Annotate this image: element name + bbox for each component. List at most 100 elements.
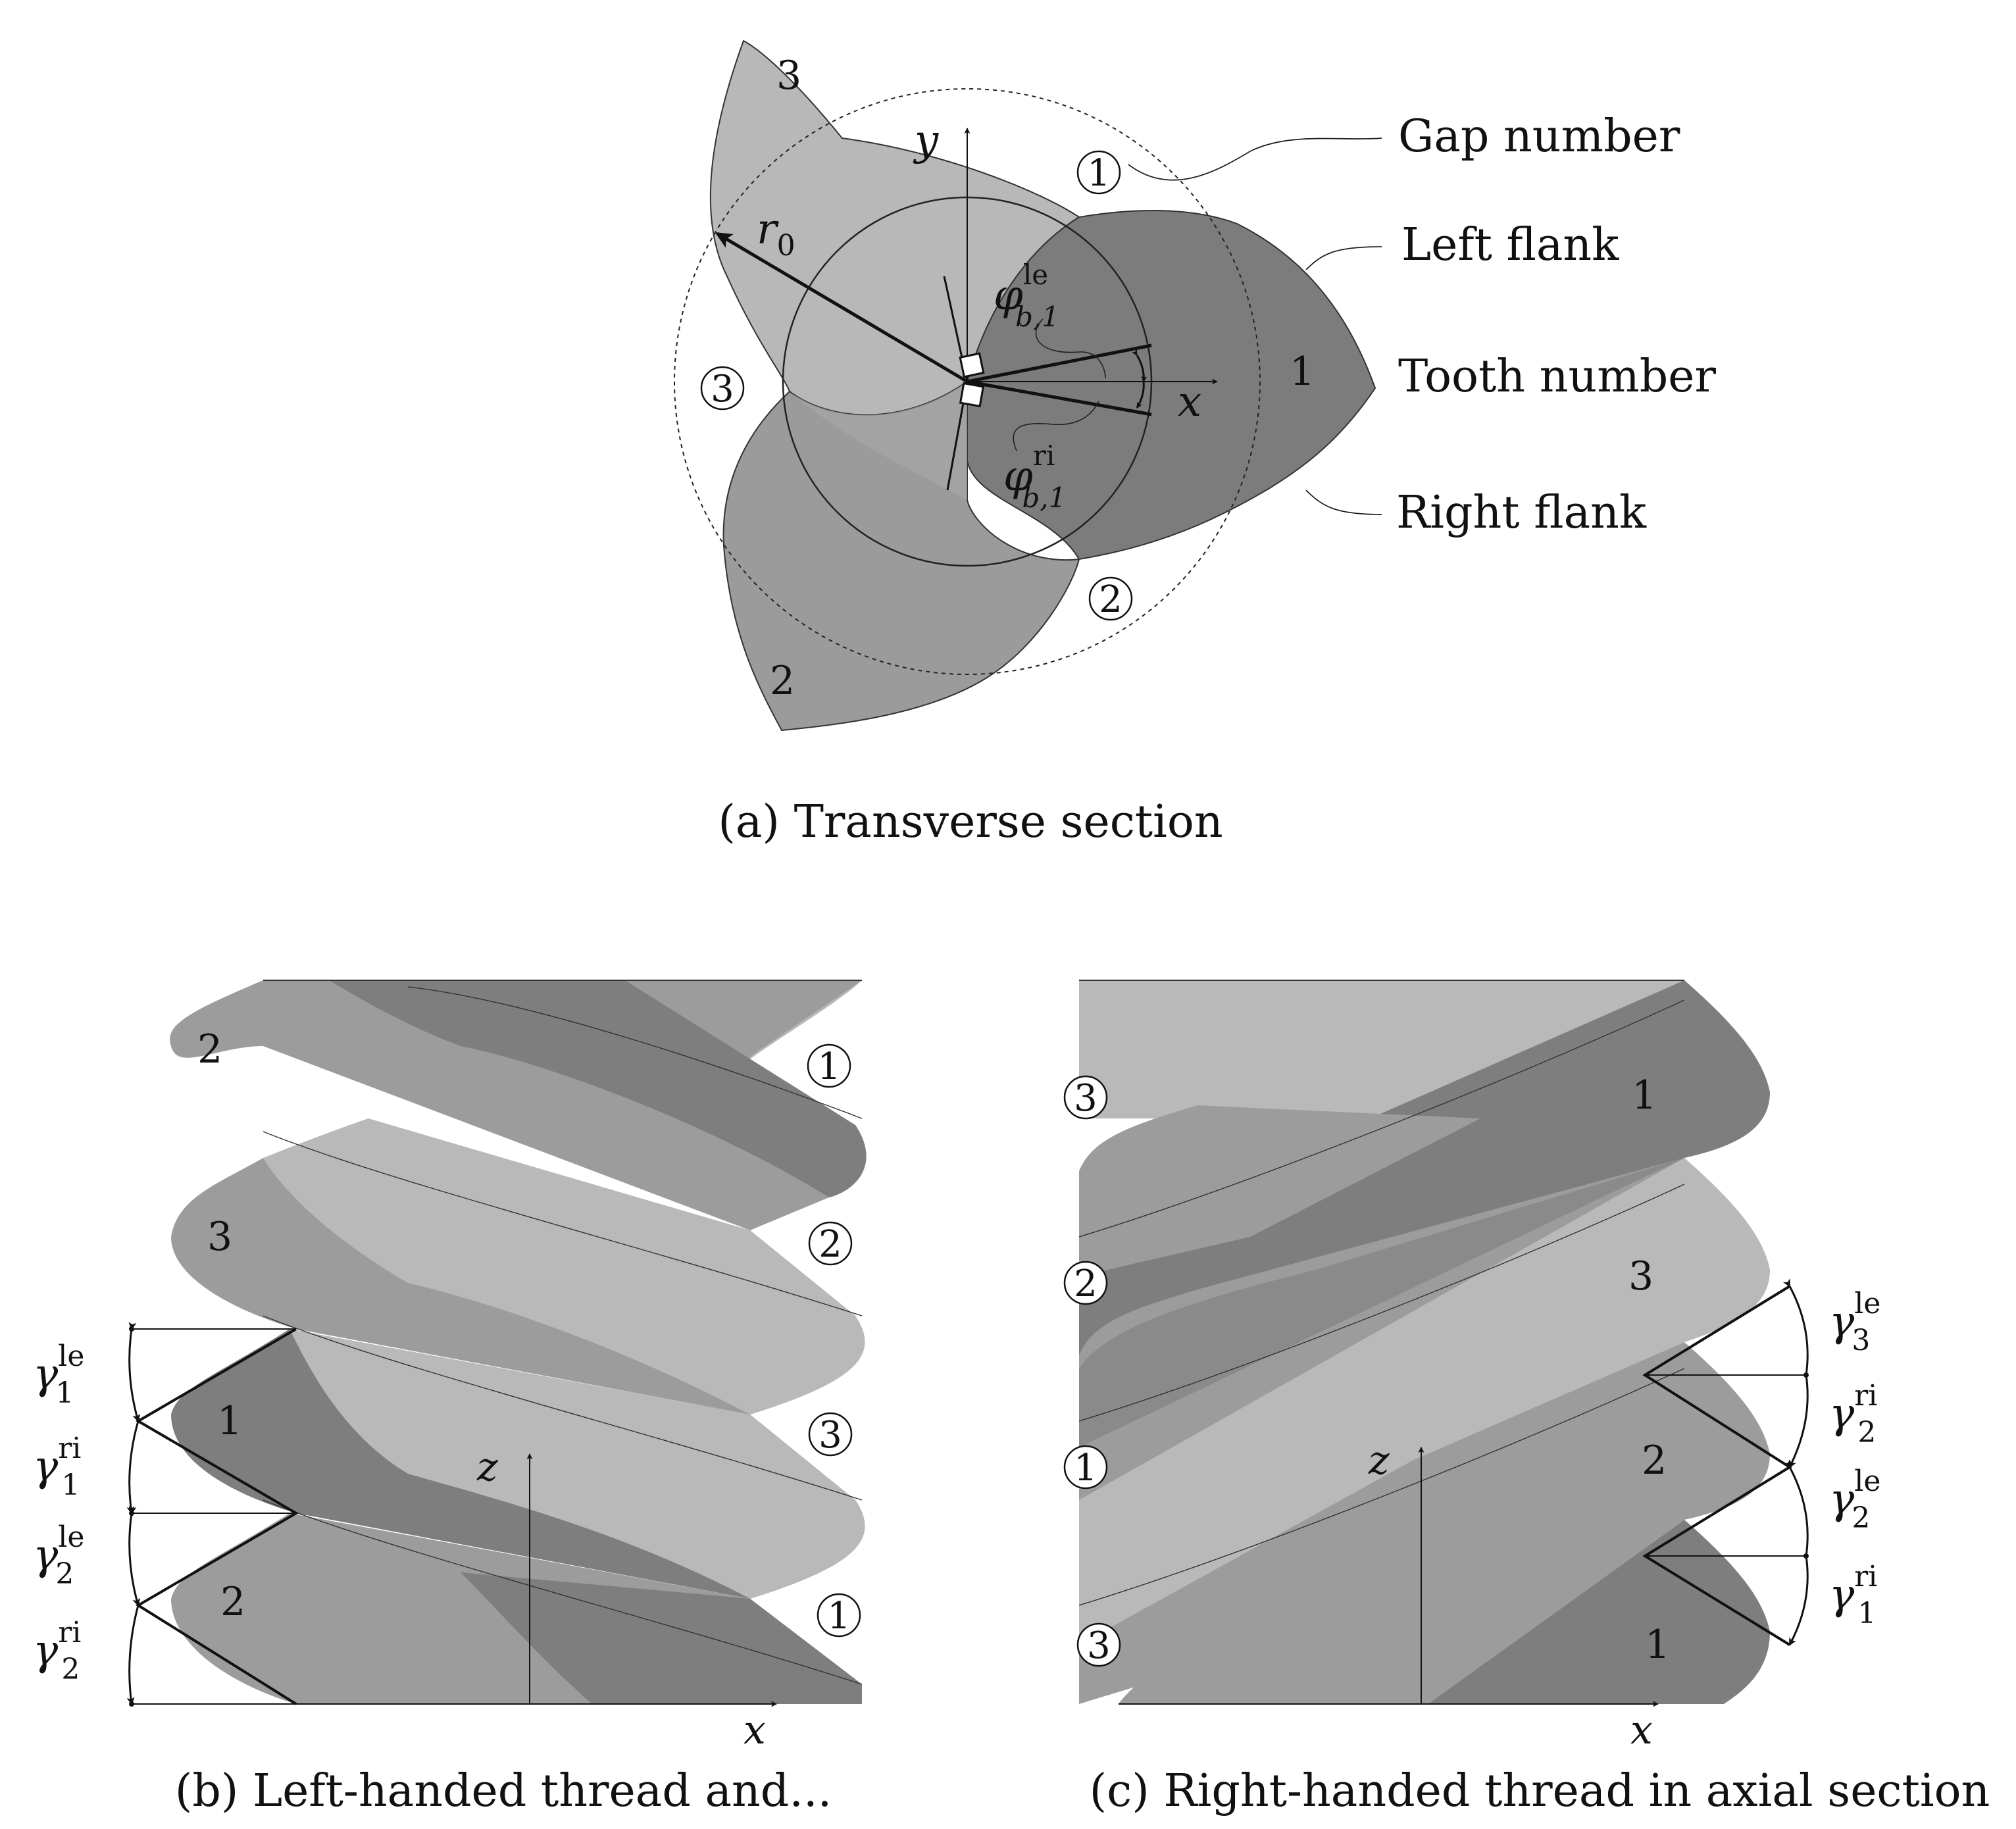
phi-ri-leader xyxy=(1013,401,1099,451)
gamma-b-arc-3 xyxy=(128,1506,141,1607)
svg-text:1: 1 xyxy=(817,1045,841,1088)
thread-c-gap-1: 1 xyxy=(1063,1445,1108,1490)
y-axis-label: y xyxy=(913,116,939,165)
phi-le-leader xyxy=(1035,318,1106,379)
radius-arrow xyxy=(715,232,969,384)
thread-b-tooth-1-light xyxy=(290,1329,865,1599)
thread-c-light-band-3 xyxy=(1079,1368,1579,1645)
phi-le-arc xyxy=(1132,349,1147,382)
gamma-b-arc-2 xyxy=(126,1420,139,1515)
thread-c-gap-2: 2 xyxy=(1063,1261,1108,1305)
thread-c-tooth-2: 2 xyxy=(1642,1438,1667,1484)
x-axis-c-label: x xyxy=(1630,1707,1653,1753)
svg-text:2: 2 xyxy=(819,1223,842,1266)
thread-b-tooth-2-lower-dark xyxy=(461,1572,862,1704)
thread-b-curve-3 xyxy=(263,1315,863,1501)
phi-ri-line xyxy=(967,380,1152,416)
thread-b-gap-1-top: 1 xyxy=(807,1043,851,1088)
right-flank-leader xyxy=(1305,489,1382,515)
thread-c-gap-3-bottom: 3 xyxy=(1076,1622,1121,1667)
thread-b-tooth-3-light xyxy=(263,1118,865,1415)
thread-c-dark-band xyxy=(1079,1158,1684,1447)
tip-circle xyxy=(674,88,1261,675)
thread-c-curve-2 xyxy=(1079,1184,1685,1422)
right-flank-annotation: Right flank xyxy=(1396,487,1647,539)
radius-label: r0 xyxy=(757,205,795,263)
svg-text:1: 1 xyxy=(827,1595,851,1638)
svg-text:2: 2 xyxy=(1074,1263,1097,1305)
thread-c-tooth-3: 3 xyxy=(1628,1253,1653,1299)
thread-b-tooth-2-top: 2 xyxy=(197,1026,222,1072)
thread-b-curve-1 xyxy=(407,986,863,1119)
tooth-number-3: 3 xyxy=(776,53,801,99)
x-axis-b-label: x xyxy=(743,1707,766,1753)
thread-c-medium-band-2 xyxy=(1079,1158,1684,1500)
gamma-c-arc-4 xyxy=(1788,1555,1809,1646)
phi-le-line xyxy=(967,343,1152,384)
tooth-number-1: 1 xyxy=(1290,349,1315,395)
thread-c-curve-1 xyxy=(1079,999,1685,1238)
overlap-region xyxy=(790,382,967,500)
caption-b: (b) Left-handed thread and... xyxy=(175,1765,832,1817)
gap-number-leader xyxy=(1128,138,1382,181)
z-axis-b-label: z xyxy=(476,1444,498,1490)
gamma-c-arc-3 xyxy=(1782,1459,1809,1557)
caption-c: (c) Right-handed thread in axial section xyxy=(1090,1765,1990,1817)
x-axis-label: x xyxy=(1178,378,1201,426)
thread-b-gap-2: 2 xyxy=(808,1221,853,1266)
thread-b-gap-3: 3 xyxy=(808,1412,853,1457)
thread-c-region-light-top xyxy=(1079,980,1684,1118)
gamma-c-arc-1 xyxy=(1782,1278,1809,1376)
svg-text:2: 2 xyxy=(1099,578,1122,621)
phi-ri-arc xyxy=(1136,381,1145,409)
gamma-c-arc-2 xyxy=(1788,1374,1809,1468)
thread-b-tooth-3: 3 xyxy=(207,1214,232,1260)
gap-number-2: 2 xyxy=(1088,576,1133,621)
caption-a: (a) Transverse section xyxy=(718,796,1222,848)
thread-c-curve-3 xyxy=(1079,1368,1685,1606)
gap-number-annotation: Gap number xyxy=(1398,111,1680,163)
gap-number-1: 1 xyxy=(1076,150,1121,195)
thread-b-curve-4 xyxy=(263,1499,863,1685)
left-flank-leader xyxy=(1305,246,1382,270)
thread-c-medium-band-1 xyxy=(1079,1105,1480,1276)
z-axis-c-label: z xyxy=(1368,1438,1390,1484)
thread-c-tooth-1-bottom: 1 xyxy=(1645,1622,1670,1668)
gap-number-3: 3 xyxy=(700,366,745,411)
svg-text:3: 3 xyxy=(711,368,734,411)
svg-text:3: 3 xyxy=(1074,1077,1097,1120)
thread-b-curve-2 xyxy=(263,1131,863,1316)
gamma-b-arc-1 xyxy=(128,1322,141,1422)
tooth-number-2: 2 xyxy=(770,658,795,704)
thread-c-tooth-1-lower xyxy=(1428,1520,1770,1704)
thread-b-tooth-2-bottom: 2 xyxy=(220,1579,245,1625)
svg-text:3: 3 xyxy=(819,1414,842,1457)
right-angle-marker-upper xyxy=(959,352,985,378)
left-flank-annotation: Left flank xyxy=(1401,219,1619,271)
thread-b-tooth-2-dark xyxy=(329,980,867,1197)
svg-text:1: 1 xyxy=(1074,1447,1097,1490)
svg-text:3: 3 xyxy=(1087,1624,1111,1667)
thread-c-bottom-medium xyxy=(1119,1520,1684,1704)
gamma-b-arc-4 xyxy=(126,1605,139,1705)
svg-text:1: 1 xyxy=(1087,152,1111,195)
thread-b-tooth-1: 1 xyxy=(217,1398,242,1444)
thread-c-tooth-1-top: 1 xyxy=(1632,1072,1657,1118)
right-angle-marker-lower xyxy=(959,382,985,408)
tooth-number-annotation: Tooth number xyxy=(1398,351,1717,403)
thread-b-gap-1-bottom: 1 xyxy=(817,1593,861,1638)
thread-c-gap-3-top: 3 xyxy=(1063,1075,1108,1120)
